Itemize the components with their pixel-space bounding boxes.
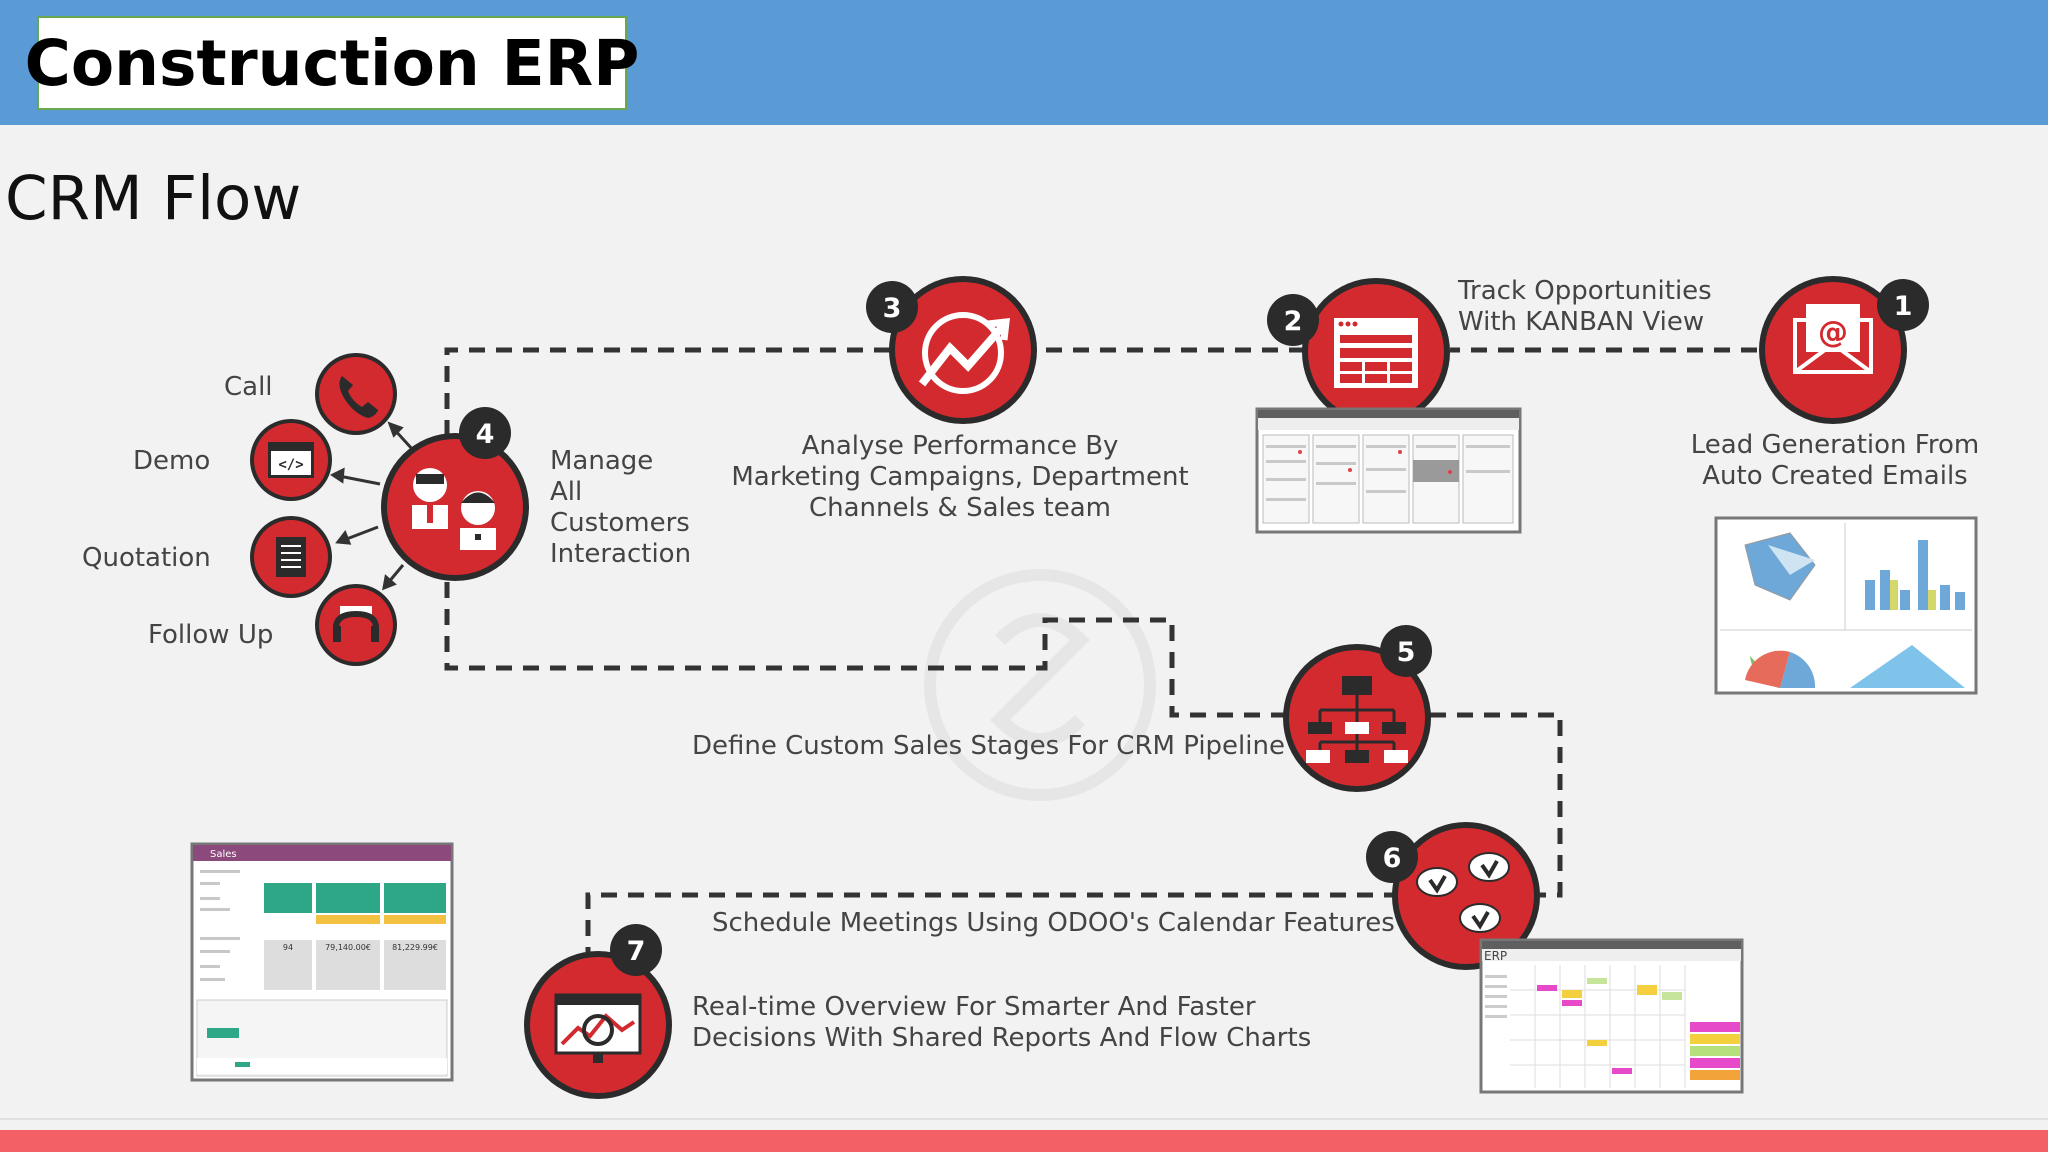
meeting-clouds-icon — [1416, 852, 1510, 933]
demo-node: </> — [250, 419, 332, 501]
call-node — [315, 353, 397, 435]
step-3-node: 3 — [866, 276, 1037, 424]
footer-bar — [0, 1130, 2048, 1152]
flow-connector-lines — [444, 347, 1757, 955]
interaction-arrows — [330, 421, 415, 591]
step-7-number: 7 — [627, 936, 646, 967]
step-2-node: 2 — [1267, 278, 1450, 426]
growth-chart-icon — [918, 312, 1010, 394]
svg-text:</>: </> — [278, 457, 303, 473]
sales-dashboard-screenshot: Sales 94 79,140.00€ 81,229.99€ — [190, 842, 454, 1082]
email-at-icon: @ — [1793, 304, 1873, 374]
step-7-label: Real-time Overview For Smarter And Faste… — [692, 992, 1312, 1053]
step-6-node: 6 — [1366, 822, 1540, 970]
step-5-number: 5 — [1397, 637, 1416, 668]
headset-icon — [333, 606, 379, 642]
step-4-node: 4 — [381, 407, 529, 581]
calendar-app-title: ERP — [1484, 949, 1507, 963]
watermark-logo — [924, 569, 1156, 801]
dashboard-value-2: 79,140.00€ — [325, 943, 371, 952]
step-7-node: 7 — [524, 924, 672, 1099]
report-monitor-icon — [554, 993, 642, 1063]
step-4-number: 4 — [476, 419, 495, 450]
step-2-number: 2 — [1284, 306, 1303, 337]
interaction-quotation-label: Quotation — [82, 543, 211, 573]
code-window-icon: </> — [268, 442, 314, 478]
step-5-label: Define Custom Sales Stages For CRM Pipel… — [692, 731, 1285, 761]
footer-divider — [0, 1118, 2048, 1120]
interaction-call-label: Call — [224, 372, 273, 402]
step-3-number: 3 — [883, 293, 902, 324]
svg-text:@: @ — [1818, 315, 1848, 350]
step-1-node: @ 1 — [1759, 276, 1929, 424]
page-title: Construction ERP — [24, 26, 640, 100]
interaction-demo-label: Demo — [133, 446, 211, 476]
follow-up-node — [315, 584, 397, 666]
hierarchy-icon — [1306, 676, 1408, 763]
dashboard-app-title: Sales — [210, 849, 237, 860]
kanban-screenshot — [1255, 407, 1522, 534]
step-5-node: 5 — [1283, 625, 1432, 792]
step-1-number: 1 — [1894, 291, 1913, 322]
dashboard-value-3: 81,229.99€ — [392, 943, 438, 952]
customers-icon — [412, 468, 496, 550]
reports-screenshot — [1714, 516, 1978, 695]
step-6-number: 6 — [1383, 843, 1402, 874]
interaction-followup-label: Follow Up — [148, 620, 274, 650]
phone-icon — [339, 376, 378, 418]
document-icon — [276, 537, 306, 577]
page-subtitle: CRM Flow — [5, 163, 302, 234]
kanban-board-icon — [1334, 318, 1418, 388]
step-6-label: Schedule Meetings Using ODOO's Calendar … — [712, 908, 1395, 938]
calendar-screenshot: ERP — [1479, 938, 1744, 1094]
quotation-node — [250, 516, 332, 598]
dashboard-value-1: 94 — [283, 943, 293, 952]
title-box: Construction ERP — [25, 16, 639, 110]
